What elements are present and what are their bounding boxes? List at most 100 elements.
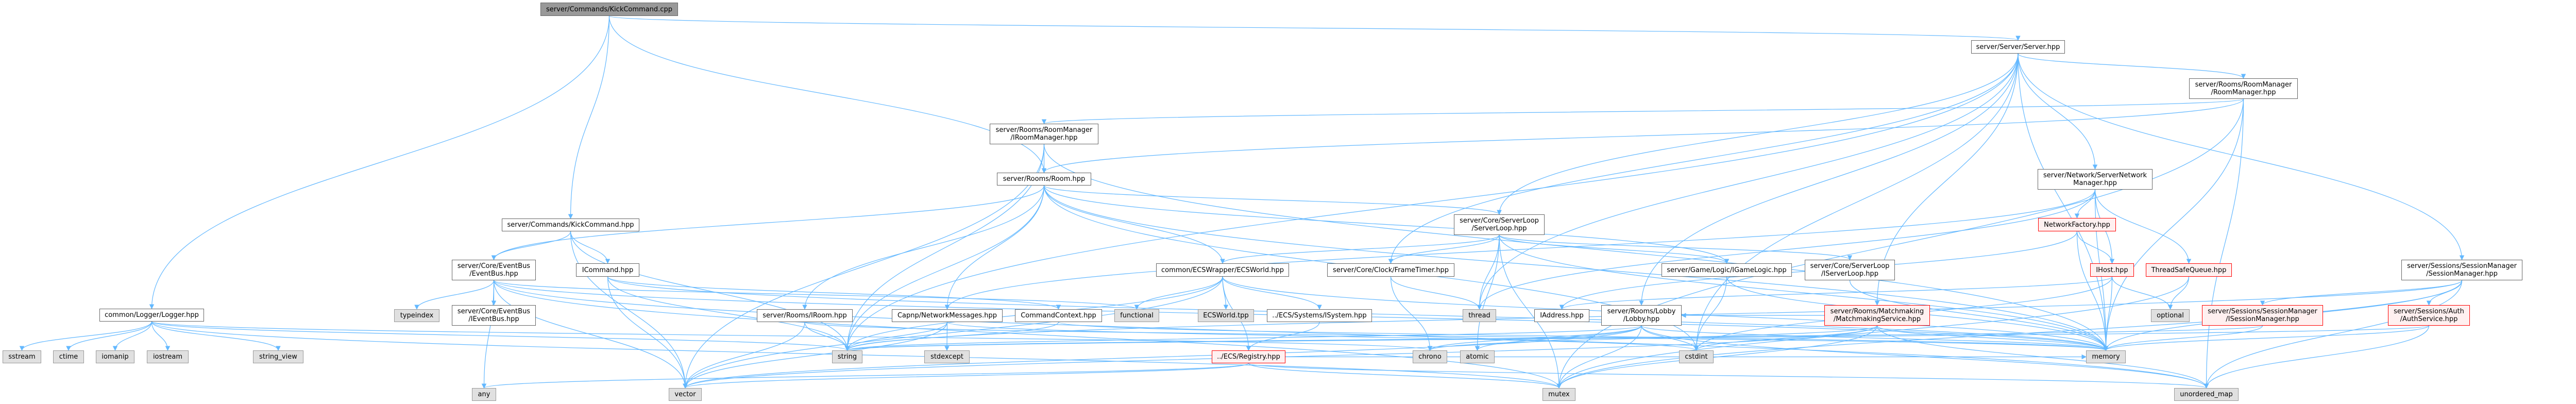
edge-snm-to-netfactory xyxy=(2074,189,2096,218)
edge-eventbus-to-mutex xyxy=(493,280,1562,389)
edge-logger-to-chrono xyxy=(151,321,1432,351)
edge-iserverloop-to-memory xyxy=(1849,280,2109,351)
node-serverloop[interactable]: server/Core/ServerLoop /ServerLoop.hpp xyxy=(1454,214,1545,235)
node-sessionmanager[interactable]: server/Sessions/SessionManager /SessionM… xyxy=(2401,260,2522,280)
node-ieventbus[interactable]: server/Core/EventBus /IEventBus.hpp xyxy=(452,305,536,326)
node-memory[interactable]: memory xyxy=(2086,350,2126,363)
node-isystem[interactable]: ../ECS/Systems/ISystem.hpp xyxy=(1267,309,1372,322)
node-iostream[interactable]: iostream xyxy=(147,350,189,363)
node-icommand[interactable]: ICommand.hpp xyxy=(576,263,639,277)
edge-snm-to-capnp xyxy=(944,189,2096,310)
node-sstream[interactable]: sstream xyxy=(3,350,41,363)
edge-sessionmanager-to-mutex xyxy=(1556,280,2463,389)
node-iroom[interactable]: server/Rooms/IRoom.hpp xyxy=(757,309,853,322)
edge-netfactory-to-ihost xyxy=(2076,231,2115,264)
node-stdexcept[interactable]: stdexcept xyxy=(924,350,970,363)
edge-matchmaking-to-mutex xyxy=(1556,325,1878,389)
edge-ihost-to-optional xyxy=(2111,276,2173,310)
edge-snm-to-thread xyxy=(1477,189,2096,310)
edge-room-to-serverloop xyxy=(1043,185,1502,215)
edge-server-to-roommanager xyxy=(2018,53,2246,79)
edge-matchmaking-to-memory xyxy=(1876,325,2109,351)
edge-ecsworld-to-vector xyxy=(683,276,1223,389)
node-cstdint[interactable]: cstdint xyxy=(1679,350,1714,363)
node-kickhpp[interactable]: server/Commands/KickCommand.hpp xyxy=(502,218,639,231)
node-functional[interactable]: functional xyxy=(1114,309,1159,322)
edge-capnp-to-string xyxy=(844,322,948,351)
edge-iroom-to-memory xyxy=(804,322,2108,351)
node-ctime[interactable]: ctime xyxy=(53,350,84,363)
node-iroommanager[interactable]: server/Rooms/RoomManager /IRoomManager.h… xyxy=(990,124,1098,144)
edge-kickhpp-to-eventbus xyxy=(491,231,571,260)
edge-room-to-memory xyxy=(1043,185,2109,351)
node-matchmaking[interactable]: server/Rooms/Matchmaking /MatchmakingSer… xyxy=(1824,305,1930,326)
edge-root-to-server xyxy=(608,15,2020,41)
node-typeindex[interactable]: typeindex xyxy=(394,309,439,322)
node-iaddress[interactable]: IAddress.hpp xyxy=(1534,309,1589,322)
edge-lobby-to-string xyxy=(845,325,1642,351)
node-room[interactable]: server/Rooms/Room.hpp xyxy=(997,173,1091,186)
node-thread[interactable]: thread xyxy=(1463,309,1496,322)
edge-sessionmanager-to-isessionmanager xyxy=(2260,280,2463,306)
node-tsq[interactable]: ThreadSafeQueue.hpp xyxy=(2146,263,2232,277)
node-snm[interactable]: server/Network/ServerNetwork Manager.hpp xyxy=(2038,169,2153,190)
edge-server-to-memory xyxy=(2018,53,2109,351)
node-eventbus[interactable]: server/Core/EventBus /EventBus.hpp xyxy=(452,260,536,280)
node-optional[interactable]: optional xyxy=(2151,309,2190,322)
edge-icommand-to-string xyxy=(607,276,850,351)
node-string-view[interactable]: string_view xyxy=(253,350,303,363)
node-any[interactable]: any xyxy=(472,388,496,401)
node-lobby[interactable]: server/Rooms/Lobby /Lobby.hpp xyxy=(1601,305,1682,326)
node-ecsworldtpp[interactable]: ECSWorld.tpp xyxy=(1198,309,1254,322)
node-ihost[interactable]: IHost.hpp xyxy=(2090,263,2134,277)
node-iomanip[interactable]: iomanip xyxy=(96,350,134,363)
edge-authservice-to-unordered_map xyxy=(2204,325,2430,389)
node-vector[interactable]: vector xyxy=(669,388,702,401)
edge-tsq-to-mutex xyxy=(1556,276,2190,389)
node-atomic[interactable]: atomic xyxy=(1460,350,1495,363)
edge-roommanager-to-mutex xyxy=(1556,98,2244,389)
edge-serverloop-to-igamelogic xyxy=(1499,234,1730,264)
node-igamelogic[interactable]: server/Game/Logic/IGameLogic.hpp xyxy=(1662,263,1792,277)
edge-kickhpp-to-string xyxy=(570,231,850,351)
edge-logger-to-iomanip xyxy=(112,321,152,351)
edge-iroommanager-to-vector xyxy=(683,144,1045,389)
edge-roommanager-to-room xyxy=(1041,98,2244,173)
edge-eventbus-to-any xyxy=(481,280,495,389)
edge-logger-to-string xyxy=(151,321,850,351)
edge-roommanager-to-memory xyxy=(2103,98,2244,351)
node-root[interactable]: server/Commands/KickCommand.cpp xyxy=(540,3,678,16)
node-mutex[interactable]: mutex xyxy=(1543,388,1575,401)
node-registry[interactable]: ../ECS/Registry.hpp xyxy=(1212,350,1285,363)
edge-eventbus-to-vector xyxy=(493,280,688,389)
edge-ecsworld-to-functional xyxy=(1134,276,1223,310)
node-frametimer[interactable]: server/Core/Clock/FrameTimer.hpp xyxy=(1327,263,1454,277)
node-string[interactable]: string xyxy=(832,350,862,363)
edge-eventbus-to-functional xyxy=(493,280,1139,310)
node-ecsworld[interactable]: common/ECSWrapper/ECSWorld.hpp xyxy=(1156,263,1289,277)
edge-capnp-to-vector xyxy=(683,322,948,389)
edge-serverloop-to-ecsworld xyxy=(1220,234,1500,264)
node-chrono[interactable]: chrono xyxy=(1413,350,1447,363)
edge-logger-to-string_view xyxy=(151,321,281,351)
edge-tsq-to-optional xyxy=(2167,276,2190,310)
node-capnp[interactable]: Capnp/NetworkMessages.hpp xyxy=(892,309,1003,322)
node-isessionmanager[interactable]: server/Sessions/SessionManager /ISession… xyxy=(2202,305,2323,326)
node-commandcontext[interactable]: CommandContext.hpp xyxy=(1015,309,1102,322)
edge-sessionmanager-to-unordered_map xyxy=(2204,280,2463,389)
edge-authservice-to-memory xyxy=(2103,325,2430,351)
edge-server-to-serverloop xyxy=(1497,53,2019,215)
node-iserverloop[interactable]: server/Core/ServerLoop /IServerLoop.hpp xyxy=(1805,260,1895,280)
node-unordered-map[interactable]: unordered_map xyxy=(2174,388,2239,401)
node-authservice[interactable]: server/Sessions/Auth /AuthService.hpp xyxy=(2388,305,2470,326)
edge-server-to-cstdint xyxy=(1693,53,2019,351)
node-server[interactable]: server/Server/Server.hpp xyxy=(1971,40,2065,54)
edge-root-to-logger xyxy=(149,15,610,309)
edge-isystem-to-registry xyxy=(1246,322,1320,351)
node-netfactory[interactable]: NetworkFactory.hpp xyxy=(2038,218,2116,231)
node-roommanager[interactable]: server/Rooms/RoomManager /RoomManager.hp… xyxy=(2189,78,2298,99)
node-logger[interactable]: common/Logger/Logger.hpp xyxy=(99,309,204,322)
edge-authservice-to-string xyxy=(845,325,2430,351)
edge-server-to-frametimer xyxy=(1388,53,2019,264)
